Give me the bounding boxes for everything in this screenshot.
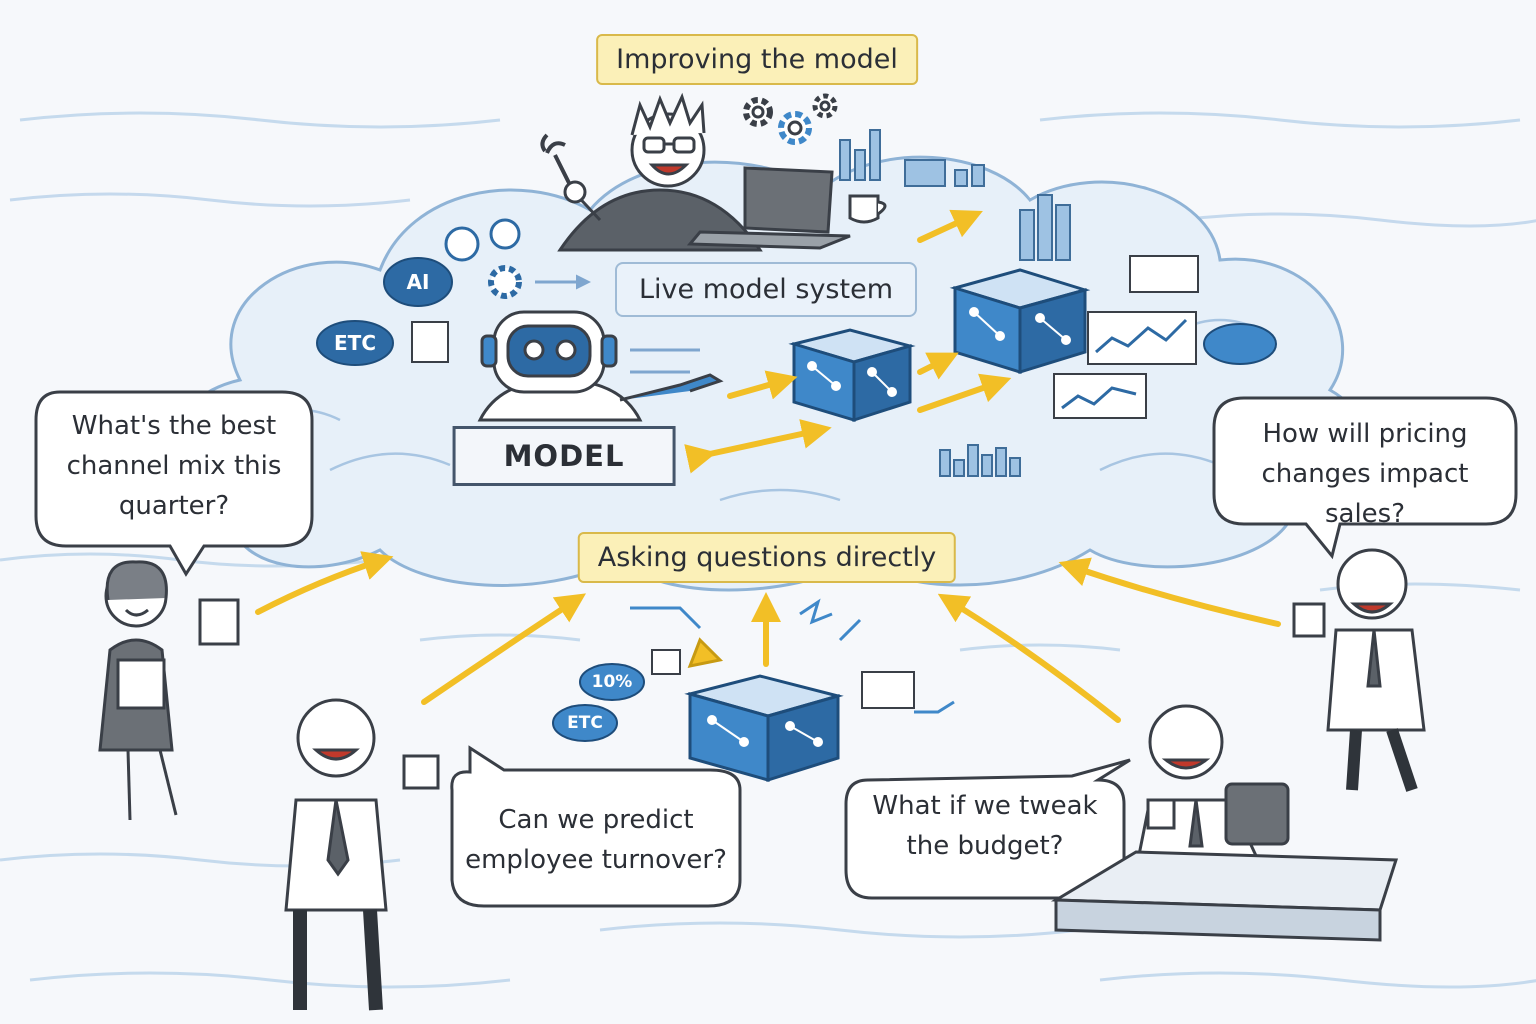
question-pricing: How will pricing changes impact sales? xyxy=(1261,419,1469,529)
model-label: MODEL xyxy=(452,426,676,486)
cube-network-lines xyxy=(707,307,1071,747)
section-asking-questions: Asking questions directly xyxy=(577,532,957,583)
arrow-model-cube-bidirectional xyxy=(684,419,832,474)
tag-bubbles xyxy=(316,218,1277,742)
arrow-cube-to-cube xyxy=(917,352,959,380)
section-live-model-system: Live model system xyxy=(615,262,917,317)
person-seated xyxy=(1050,704,1399,942)
question-turnover: Can we predict employee turnover? xyxy=(465,805,727,875)
arrow-cube-to-chart xyxy=(917,373,1012,413)
etc-tag-label-bottom: ETC xyxy=(567,713,603,733)
etc-tag-top xyxy=(316,320,394,366)
flow-arrows xyxy=(255,209,1281,723)
bubble-turnover xyxy=(450,745,742,908)
coffee-cup-icon xyxy=(848,194,887,224)
section-improving-model: Improving the model xyxy=(596,34,918,85)
arrow-user-left xyxy=(255,551,394,615)
arrow-up-to-improving xyxy=(917,209,983,243)
person-bottom-left xyxy=(284,698,440,1011)
etc-tag-bottom xyxy=(552,704,618,742)
ai-tag-label: AI xyxy=(406,270,430,294)
speech-bubbles xyxy=(34,390,1518,908)
etc-tag-label-top: ETC xyxy=(334,331,376,355)
bubble-channel-mix xyxy=(34,390,314,577)
question-channel-mix: What's the best channel mix this quarter… xyxy=(66,411,282,521)
arrow-user-bottom-left xyxy=(421,593,587,705)
person-right xyxy=(1292,548,1426,792)
bubble-pricing xyxy=(1212,396,1518,560)
question-budget: What if we tweak the budget? xyxy=(872,791,1098,861)
ai-tag xyxy=(383,257,453,307)
person-woman xyxy=(98,560,240,821)
line-chart-icon xyxy=(1053,311,1197,419)
bar-chart-icon xyxy=(839,129,1071,477)
internal-blue-arrows xyxy=(535,274,700,374)
percent-tag-label: 10% xyxy=(591,672,633,692)
robot-icon xyxy=(477,310,724,422)
arrow-user-right xyxy=(1058,557,1281,627)
laptop-icon xyxy=(686,166,851,250)
gear-icons xyxy=(743,93,838,145)
gear-icon xyxy=(488,265,522,299)
bottom-cube-debris xyxy=(630,598,955,714)
percent-tag xyxy=(579,663,645,701)
arrow-robot-to-cube xyxy=(727,370,798,400)
arrow-user-bottom-right xyxy=(937,593,1121,723)
